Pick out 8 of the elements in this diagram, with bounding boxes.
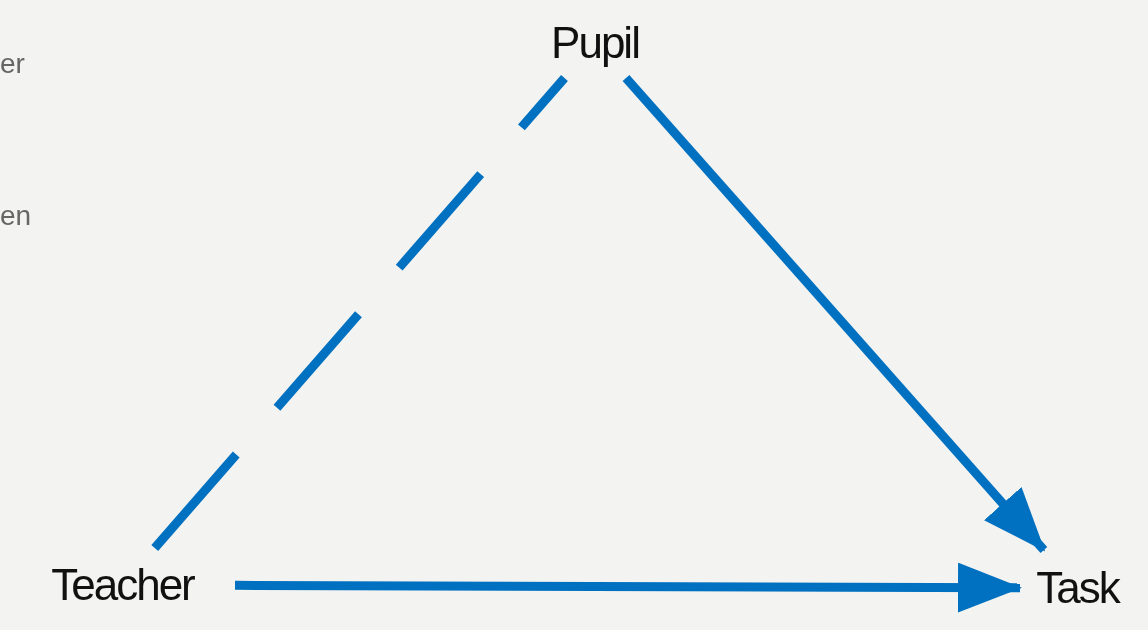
node-label: Pupil xyxy=(535,8,655,78)
text-fragment: er xyxy=(0,48,25,80)
node-label: Task xyxy=(1020,550,1135,626)
arrow xyxy=(235,562,1022,613)
dashed-line xyxy=(151,75,568,551)
arrow xyxy=(622,75,1048,553)
node-label: Teacher xyxy=(10,548,235,622)
text-fragment: en xyxy=(0,200,32,232)
